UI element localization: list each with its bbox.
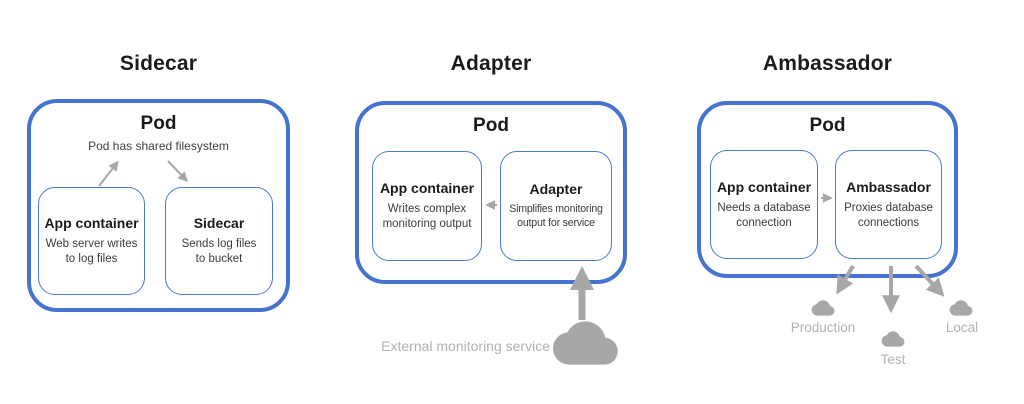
container-name: Ambassador bbox=[846, 178, 931, 195]
container-desc-line: to bucket bbox=[195, 253, 243, 265]
container-box-app-sidecar: App container Web server writes to log f… bbox=[38, 187, 145, 295]
container-desc-line: connections bbox=[857, 216, 920, 229]
cloud-icon bbox=[881, 331, 905, 347]
container-box-app-adapter: App container Writes complex monitoring … bbox=[372, 151, 482, 261]
container-desc-line: Writes complex bbox=[387, 203, 467, 216]
container-desc-line: to log files bbox=[65, 253, 118, 265]
pod-note: Pod has shared filesystem bbox=[88, 139, 229, 153]
cloud-icon bbox=[949, 300, 973, 316]
container-name: Sidecar bbox=[193, 215, 245, 232]
container-name: Adapter bbox=[529, 181, 583, 198]
pod-label: Pod bbox=[140, 113, 177, 134]
container-desc-line: Web server writes bbox=[45, 238, 138, 251]
container-desc-line: Needs a database bbox=[717, 201, 811, 214]
container-name: App container bbox=[716, 178, 812, 195]
container-desc-line: Simplifies monitoring bbox=[509, 203, 603, 216]
pod-label: Pod bbox=[473, 115, 509, 136]
container-desc-line: Sends log files bbox=[181, 238, 257, 251]
container-name: App container bbox=[379, 180, 475, 197]
container-box-ambassador: Ambassador Proxies database connections bbox=[835, 150, 942, 259]
pattern-title-adapter: Adapter bbox=[450, 52, 532, 75]
cloud-icon bbox=[553, 321, 618, 365]
container-box-app-ambassador: App container Needs a database connectio… bbox=[710, 150, 818, 259]
container-box-adapter: Adapter Simplifies monitoring output for… bbox=[500, 151, 612, 261]
container-desc-line: monitoring output bbox=[382, 218, 472, 230]
container-desc-line: connection bbox=[736, 216, 792, 229]
pattern-title-sidecar: Sidecar bbox=[119, 52, 198, 75]
external-monitoring-label: External monitoring service bbox=[381, 338, 550, 354]
target-label-test: Test bbox=[880, 352, 906, 367]
pattern-title-ambassador: Ambassador bbox=[762, 52, 893, 75]
pod-label: Pod bbox=[809, 115, 846, 136]
target-label-local: Local bbox=[945, 320, 979, 335]
container-desc-line: Proxies database bbox=[844, 201, 933, 214]
target-label-production: Production bbox=[790, 320, 856, 335]
container-desc-line: output for service bbox=[517, 217, 595, 229]
container-name: App container bbox=[44, 215, 139, 232]
cloud-icon bbox=[811, 300, 835, 316]
container-box-sidecar: Sidecar Sends log files to bucket bbox=[165, 187, 273, 295]
